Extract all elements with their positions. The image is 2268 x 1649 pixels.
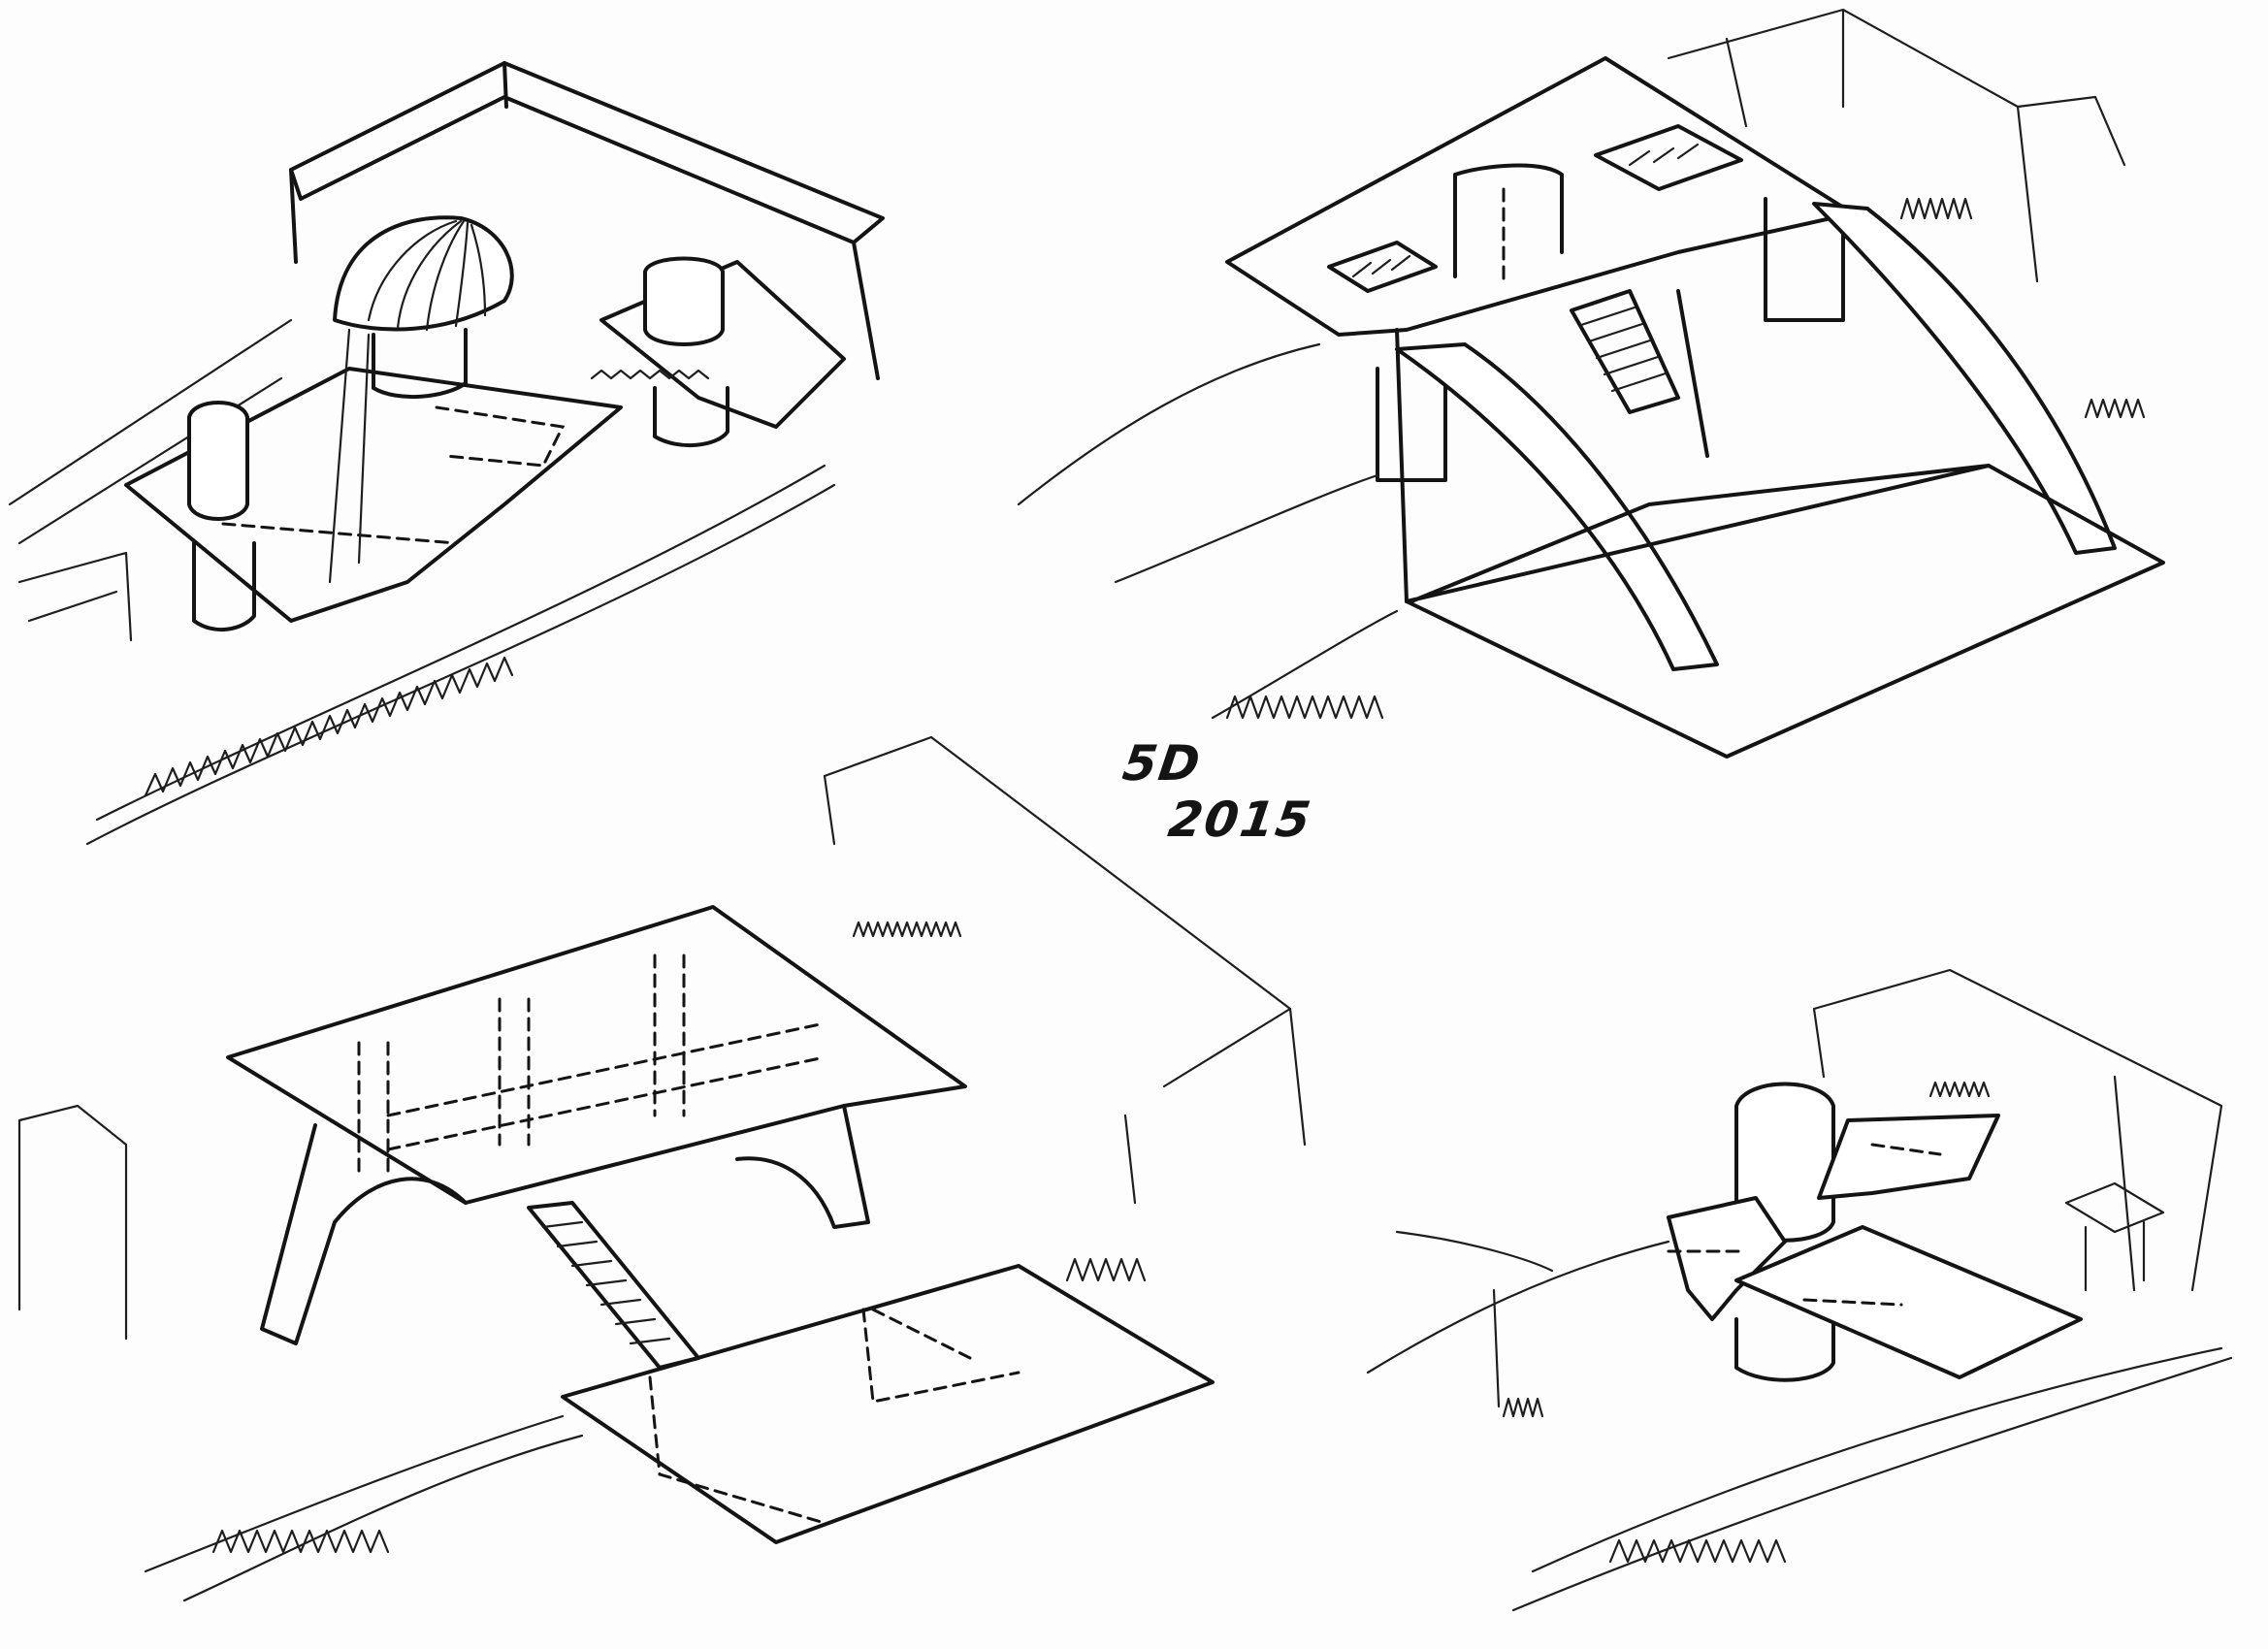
plaza-edge (1395, 289, 1709, 603)
ground-hatch (1502, 1397, 1544, 1418)
quay-wall (1366, 1230, 1670, 1408)
stair-treads (1579, 306, 1668, 393)
ground-curve (1017, 342, 1399, 720)
stair-treads (541, 1220, 671, 1345)
ground-hatch (144, 656, 514, 797)
plaza-slab (1405, 464, 2165, 759)
roof-slab (1225, 56, 1855, 337)
slab-leg (735, 1104, 870, 1229)
ground-curve (85, 483, 836, 846)
back-wall (289, 61, 885, 244)
cantilever-plate (1667, 1196, 1787, 1321)
roof-column (1764, 197, 1845, 322)
ground-curve (144, 1414, 584, 1602)
dome-roof (333, 215, 514, 332)
cylinder-left (187, 401, 249, 521)
cylinder-right-base (653, 386, 729, 448)
bench (2064, 1181, 2165, 1292)
beam-hidden (1667, 1143, 1942, 1307)
far-wall (1812, 968, 2223, 1292)
far-wall (1667, 8, 2126, 283)
cylinder-right (643, 256, 725, 346)
ground-hatch (1065, 1257, 1147, 1282)
ground-hatch (1225, 695, 1384, 720)
ground-hatch (1608, 1538, 1787, 1564)
beam-hidden (386, 1021, 826, 1151)
far-wall (823, 735, 1307, 1205)
support-lines (328, 328, 371, 584)
arch-beam (1812, 202, 2117, 555)
cylinder-left-base (192, 541, 256, 632)
skylight-hatch (1351, 254, 1411, 278)
ground-hatch (211, 1529, 390, 1554)
sketch-slab-pavilion (17, 735, 1307, 1602)
column-hidden (357, 954, 686, 1180)
signature-initials: 5D (1118, 735, 1206, 792)
side-block (17, 1104, 128, 1341)
stair (1570, 289, 1680, 414)
cylinder-base (1734, 1317, 1835, 1382)
arch-beam (1395, 342, 1719, 671)
quay-hatch (1899, 197, 2146, 419)
wall-hatch (1928, 1081, 1991, 1098)
sketch-canopy-roof (1017, 8, 2165, 759)
bench-hidden (648, 1308, 1021, 1525)
cantilever-plate (1817, 1114, 2000, 1200)
stair-treads (590, 369, 710, 380)
skylight (1594, 124, 1743, 191)
slab-leg (260, 1123, 468, 1345)
platform-deck (124, 367, 623, 623)
roof-column (1453, 163, 1564, 278)
ground-curve (95, 464, 826, 822)
sketch-dome-pavilion (8, 61, 885, 846)
quay-wall (8, 318, 293, 642)
cantilever-plate (1734, 1225, 2083, 1379)
dome-column (372, 328, 468, 399)
roof-column (1376, 362, 1447, 482)
wall-hatch (852, 921, 962, 938)
plaza-slab (561, 1264, 1215, 1544)
ground-curve (1511, 1346, 2233, 1612)
stair (527, 1201, 700, 1370)
skylight (1327, 241, 1438, 293)
signature-year: 2015 (1164, 792, 1316, 848)
skylight-hatch (1628, 143, 1700, 167)
platform-dashed-edge (221, 405, 566, 545)
dome-ribs (367, 219, 487, 332)
back-wall-front (289, 61, 880, 380)
sketch-cantilever-pavilion (1366, 968, 2233, 1612)
